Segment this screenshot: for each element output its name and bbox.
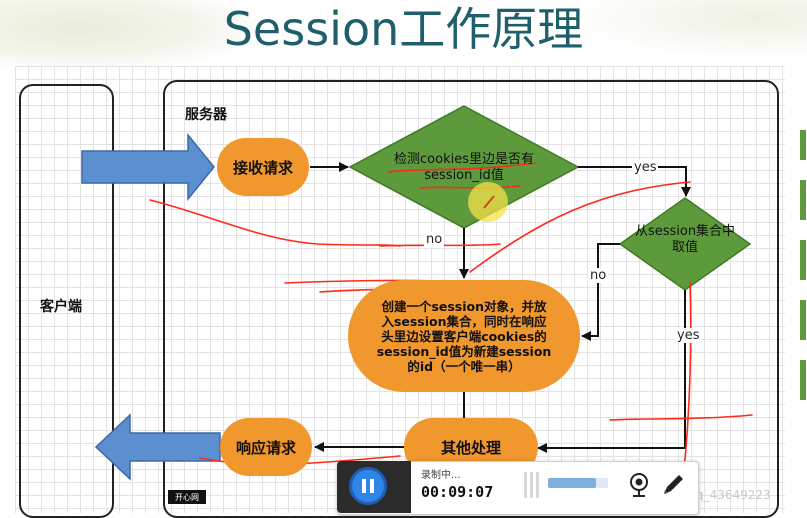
background-leaf-decoration-right	[560, 0, 807, 60]
edge-label-no-left: no	[424, 232, 445, 247]
from-collection-label: 从session集合中 取值	[622, 224, 748, 256]
create-session-line: 的id（一个唯一串）	[407, 358, 521, 374]
recording-timer: 00:09:07	[421, 483, 494, 501]
pause-icon	[360, 479, 376, 493]
volume-meter	[548, 478, 608, 488]
audio-level-icon	[524, 472, 539, 498]
incoming-request-arrow	[81, 132, 215, 202]
check-cookie-label-line1: 检测cookies里边是否有	[394, 152, 534, 167]
pen-icon[interactable]	[660, 472, 686, 498]
webcam-icon[interactable]	[628, 472, 650, 498]
respond-request-node: 响应请求	[220, 418, 312, 476]
pause-recording-button[interactable]	[349, 467, 387, 505]
receive-request-node: 接收请求	[217, 138, 309, 196]
from-collection-label-line2: 取值	[671, 240, 698, 255]
edge-label-yes-right: yes	[675, 328, 702, 343]
background-leaf-decoration	[0, 0, 260, 70]
client-label: 客户端	[40, 299, 82, 315]
check-cookie-label-line2: session_id值	[424, 168, 504, 183]
create-session-line: 创建一个session对象，并放	[381, 298, 547, 314]
outgoing-response-arrow	[94, 413, 221, 481]
respond-request-label: 响应请求	[235, 438, 296, 457]
from-collection-label-line1: 从session集合中	[634, 224, 736, 239]
create-session-line: session_id值为新建session	[376, 343, 552, 359]
slide-title: Session工作原理	[223, 2, 584, 56]
edge-label-no-right: no	[588, 268, 609, 283]
right-edge-strip	[790, 120, 807, 510]
recording-status: 录制中...	[421, 470, 461, 481]
volume-meter-fill	[548, 478, 596, 488]
create-session-node: 创建一个session对象，并放 入session集合，同时在响应 头里边设置客…	[348, 280, 580, 392]
other-processing-label: 其他处理	[440, 438, 501, 457]
receive-request-label: 接收请求	[232, 158, 293, 177]
check-cookie-label: 检测cookies里边是否有 session_id值	[368, 152, 560, 184]
server-label: 服务器	[185, 107, 227, 123]
edge-label-yes-top: yes	[632, 160, 659, 175]
create-session-line: 入session集合，同时在响应	[381, 313, 547, 329]
create-session-label: 创建一个session对象，并放 入session集合，同时在响应 头里边设置客…	[377, 299, 552, 374]
brand-tag: 开心网	[168, 490, 206, 504]
create-session-line: 头里边设置客户端cookies的	[381, 328, 547, 344]
